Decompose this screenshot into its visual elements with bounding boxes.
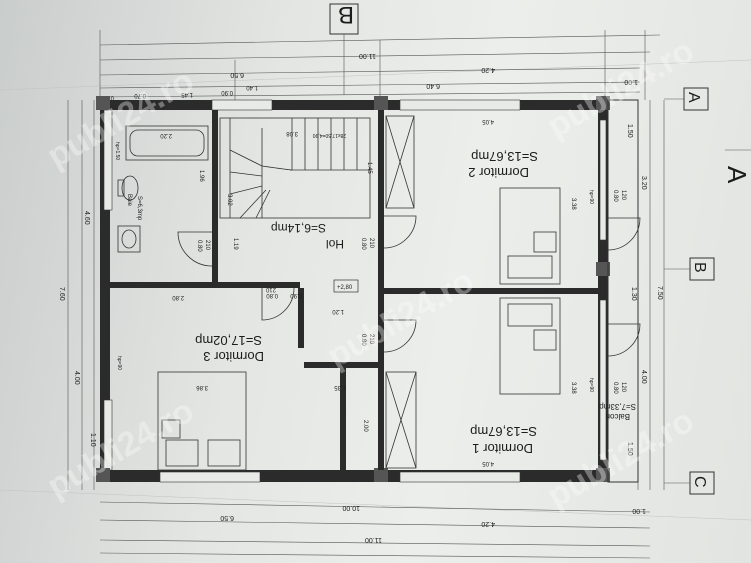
interior-dimensions: 4.05 4.05 3.38 3.38 3.86 2.80 2.00 1.35 … [160,118,576,466]
wardrobes [385,115,417,469]
hp-label-2: hp=90 [588,378,594,392]
dim-in-308: 3.08 [286,130,298,136]
dim-l-400: 4.00 [73,371,80,385]
dim-in-405b: 4.05 [482,460,494,466]
door2-height: 210 [368,334,374,345]
watermark-3: publi24.ro [541,31,701,145]
dim-in-119: 1.19 [232,238,238,250]
watermark-2: publi24.ro [321,261,481,375]
dim-in-386: 3.86 [196,384,208,390]
dim-in-090: 0.90 [290,292,302,298]
dim-bot-650: 6.50 [220,514,234,521]
door3-height: 210 [204,240,210,251]
dim-r-750: 7.50 [656,286,663,300]
dormitor3-area: S=17,02mp [195,333,262,348]
dim-bot-10: 10.00 [342,504,360,511]
balcony-outline [607,99,639,483]
dim-in-220: 2.20 [160,132,172,138]
dim-r-150b: 1.50 [626,442,633,456]
hol-name: Hol [326,237,344,251]
door2-width: 0.80 [360,334,366,346]
dim-l-110: 1.10 [89,433,96,447]
dim-in-280: 2.80 [172,294,184,300]
balcon-name: Balcon [606,412,630,421]
level-mark: +2,80 [333,279,359,293]
dim-r-320: 3.20 [640,176,647,190]
axis-letter-b: B [691,262,708,273]
dormitor1-name: Dormitor 1 [472,441,533,456]
door4-height: 210 [265,286,276,292]
opening-labels: 0.80 210 0.80 210 0.80 210 0.80 210 0.80… [114,142,626,394]
axis-letter-b-top: B [338,1,354,28]
door4-width: 0.80 [266,292,278,298]
dim-bot-100: 1.00 [632,507,646,514]
dim-r-150a: 1.50 [626,124,633,138]
axis-bubbles-right: A B C A [664,87,751,495]
bottom-dimensions: 6.50 4.20 10.00 11.00 1.00 [99,501,651,559]
balcon-area: S=7,33mp [599,402,636,411]
dim-in-196: 1.96 [198,170,204,182]
dim-top-090: 0.90 [221,89,233,95]
dim-r-400: 4.00 [640,370,647,384]
door1-width: 0.80 [360,238,366,250]
window2-height: 120 [620,382,626,393]
dormitor2-area: S=13,67mp [471,149,538,164]
watermark-4: publi24.ro [41,391,201,505]
hol-area: S=6,14mp [271,221,326,235]
left-dimensions: 7.60 4.60 4.00 1.10 [58,100,96,490]
window1-height: 120 [620,190,626,201]
dim-top-640: 6.40 [426,82,440,89]
hp-label-3: hp=90 [116,356,122,370]
dim-l-460: 4.60 [83,211,90,225]
window2-width: 0.80 [612,382,618,394]
dim-top-420: 4.20 [481,66,495,73]
baie-area: S=6,3mp [136,196,142,221]
dim-in-302: 3.02 [226,194,232,206]
door1-height: 210 [368,238,374,249]
dim-top-100: 1.00 [624,78,638,85]
dim-in-135: 1.35 [334,384,346,390]
dim-bot-420: 4.20 [481,520,495,527]
stairs-label: 28x17,50=4,90 [313,132,346,138]
bathroom-fixtures [117,125,209,253]
baie-name: Baie [126,194,132,207]
paper-ruling [0,59,751,521]
dim-top-650: 6.50 [230,71,244,78]
dim-bot-11: 11.00 [365,536,382,543]
dim-top-145: 1.45 [181,91,193,97]
doors [177,215,641,357]
room-labels: Dormitor 2 S=13,67mp Dormitor 1 S=13,67m… [126,149,636,456]
dim-top-070: 0.70 [134,92,146,98]
hp-label-1: hp=90 [588,190,594,204]
axis-b-top: B [329,1,359,95]
dim-top-140: 1.40 [246,84,258,90]
dim-in-145: 1.45 [366,162,372,174]
hp-label-4: hp=1.50 [114,142,120,160]
door3-width: 0.80 [196,240,202,252]
exterior-walls [96,96,610,483]
interior-walls [110,110,598,470]
axis-letter-a: A [685,92,702,103]
window1-width: 0.80 [612,190,618,202]
stairs: 28x17,50=4,90 [219,117,371,219]
beds [157,187,561,471]
dormitor3-name: Dormitor 3 [203,349,264,364]
dim-top-11: 11.00 [359,52,376,59]
dim-r-130: 1.30 [630,287,637,301]
dim-in-120: 1.20 [332,308,344,314]
level-mark-text: +2,80 [337,285,353,291]
dormitor2-name: Dormitor 2 [468,165,529,180]
dim-in-405a: 4.05 [482,118,494,124]
dim-in-200: 2.00 [362,420,368,432]
dormitor1-area: S=13,67mp [470,424,537,439]
axis-letter-a-corner: A [722,166,751,184]
dim-in-338a: 3.38 [570,198,576,210]
dim-in-338b: 3.38 [570,382,576,394]
axis-letter-c: C [691,476,708,488]
dim-l-760: 7.60 [58,287,65,301]
